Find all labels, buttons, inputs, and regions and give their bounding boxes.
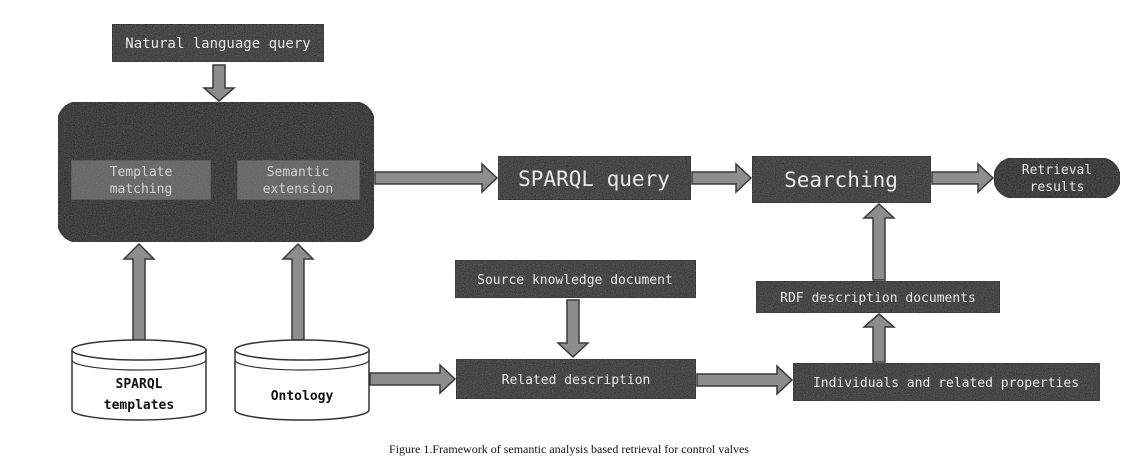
arrow-searching-to-results bbox=[931, 162, 995, 194]
ontology-label: Ontology bbox=[271, 389, 334, 404]
searching-label: Searching bbox=[784, 168, 898, 192]
node-template-matching: Template matching bbox=[70, 159, 212, 201]
node-query-processor: Template matching Semantic extension bbox=[57, 101, 375, 243]
arrow-ontology-to-related bbox=[369, 363, 457, 395]
node-searching: Searching bbox=[751, 155, 932, 204]
sparql-query-label: SPARQL query bbox=[518, 167, 670, 191]
node-ontology-database: Ontology bbox=[234, 339, 370, 421]
figure-caption: Figure 1.Framework of semantic analysis … bbox=[389, 442, 749, 456]
arrow-source-to-related bbox=[556, 299, 590, 359]
node-sparql-templates-database: SPARQL templates bbox=[71, 339, 207, 421]
node-source-knowledge-document: Source knowledge document bbox=[454, 259, 697, 299]
arrow-templates-to-processor bbox=[122, 242, 156, 341]
semantic-extension-line2: extension bbox=[263, 182, 333, 197]
node-retrieval-results: Retrieval results bbox=[993, 157, 1121, 199]
arrow-processor-to-sparql bbox=[374, 162, 499, 194]
arrows bbox=[122, 64, 995, 396]
nl-query-label: Natural language query bbox=[125, 36, 310, 52]
arrow-individuals-to-rdf bbox=[861, 313, 897, 363]
sparql-templates-line2: templates bbox=[104, 398, 174, 413]
retrieval-results-line2: results bbox=[1030, 180, 1085, 195]
arrow-nl-to-processor bbox=[201, 64, 237, 102]
arrow-related-to-individuals bbox=[696, 364, 794, 396]
sparql-templates-line1: SPARQL bbox=[116, 377, 163, 392]
node-semantic-extension: Semantic extension bbox=[236, 159, 361, 201]
arrow-sparql-to-searching bbox=[691, 162, 753, 194]
node-related-description: Related description bbox=[455, 358, 697, 400]
semantic-extension-line1: Semantic bbox=[267, 165, 330, 180]
node-sparql-query: SPARQL query bbox=[497, 155, 692, 201]
individuals-label: Individuals and related properties bbox=[813, 376, 1079, 391]
template-matching-line2: matching bbox=[110, 182, 173, 197]
node-natural-language-query: Natural language query bbox=[111, 23, 325, 63]
source-knowledge-label: Source knowledge document bbox=[477, 273, 673, 288]
rdf-documents-label: RDF description documents bbox=[780, 291, 976, 306]
arrow-ontology-to-processor bbox=[281, 242, 315, 341]
retrieval-results-line1: Retrieval bbox=[1022, 163, 1092, 178]
related-description-label: Related description bbox=[502, 373, 651, 388]
arrow-rdf-to-searching bbox=[862, 202, 896, 281]
template-matching-line1: Template bbox=[110, 165, 173, 180]
node-individuals-properties: Individuals and related properties bbox=[792, 362, 1101, 402]
node-rdf-description-documents: RDF description documents bbox=[755, 280, 1001, 314]
